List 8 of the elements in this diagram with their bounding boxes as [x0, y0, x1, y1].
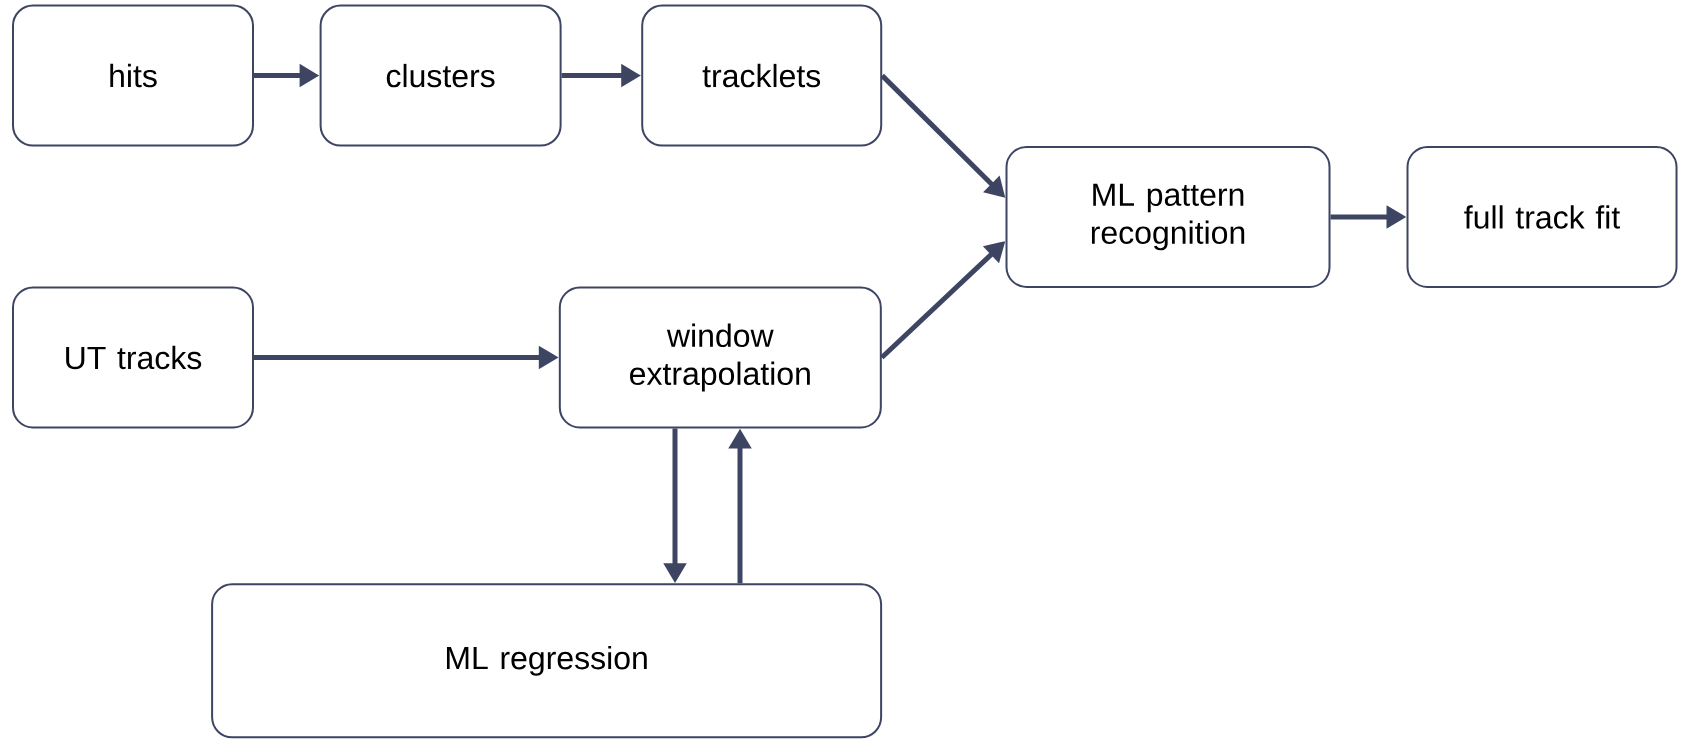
process-box: ML pattern recognition	[1005, 146, 1331, 288]
process-box: ML regression	[211, 583, 883, 739]
process-box: full track fit	[1406, 146, 1678, 288]
process-box: window extrapolation	[558, 286, 882, 429]
process-box: hits	[12, 4, 254, 147]
process-box: tracklets	[641, 4, 883, 147]
process-box: clusters	[319, 4, 562, 147]
process-box: UT tracks	[12, 286, 254, 429]
